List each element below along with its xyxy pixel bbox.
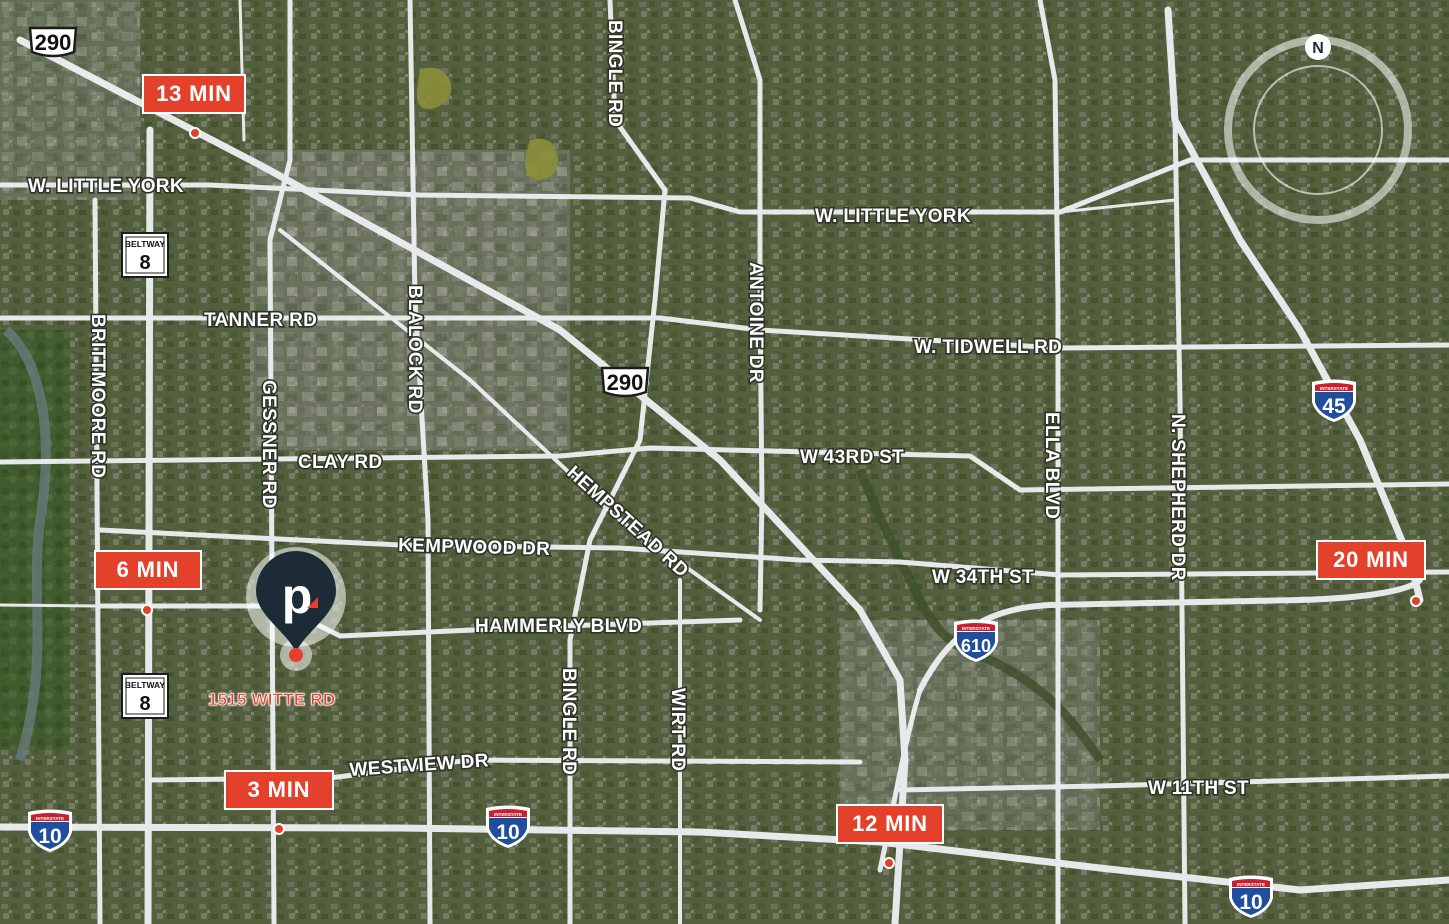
misc-road-3 (238, 0, 246, 142)
label-w-tidwell-rd: W. TIDWELL RD (914, 337, 1062, 358)
label-kempwood-dr: KEMPWOOD DR (398, 535, 551, 560)
misc-road-1 (1058, 198, 1177, 214)
us-290-shield-text: 290 (607, 370, 644, 395)
i-10-shield-west: INTERSTATE 10 (28, 809, 72, 852)
w-little-york-west (0, 157, 1449, 215)
i-610-south (877, 687, 923, 873)
i-10-number: 10 (38, 825, 61, 848)
industrial-area-1 (250, 150, 570, 450)
i-10-shield-east: INTERSTATE 10 (1229, 875, 1273, 918)
property-marker[interactable]: p (246, 547, 346, 671)
beltway-number: 8 (139, 693, 150, 715)
interstate-label: INTERSTATE (1320, 386, 1348, 391)
drive-time-13-min: 13 MIN (142, 74, 246, 114)
label-w-43rd-st: W 43RD ST (800, 447, 904, 468)
i-10-shield-center: INTERSTATE 10 (486, 805, 530, 848)
interstate-label: INTERSTATE (1237, 882, 1265, 887)
beltway-8-shield-south: BELTWAY 8 (121, 673, 169, 719)
i-45-number: 45 (1322, 395, 1346, 418)
hammerly-blvd (97, 603, 743, 639)
logo-accent-icon (307, 597, 318, 608)
property-logo-icon: p (282, 568, 313, 624)
pond (416, 67, 452, 110)
antoine-dr (732, 0, 765, 613)
interstate-label: INTERSTATE (494, 812, 522, 817)
w-11th-st (897, 773, 1449, 793)
drive-time-12-min-dot (883, 857, 895, 869)
north-label: N (1312, 40, 1324, 57)
clay-rd (0, 445, 1449, 493)
us-290-shield-text: 290 (35, 30, 72, 55)
north-compass: N (1224, 34, 1412, 224)
beltway-label: BELTWAY (125, 680, 165, 690)
property-address: 1515 WITTE RD (208, 690, 336, 710)
label-antoine-dr: ANTOINE DR (745, 262, 766, 383)
drive-time-3-min-dot (273, 823, 285, 835)
drive-time-20-min-dot (1410, 595, 1422, 607)
interstate-label: INTERSTATE (962, 626, 990, 631)
interstate-label: INTERSTATE (36, 816, 64, 821)
beltway-label: BELTWAY (125, 239, 165, 249)
label-tanner-rd: TANNER RD (204, 310, 317, 331)
drive-time-20-min: 20 MIN (1316, 540, 1426, 580)
label-w-11th-st: W 11TH ST (1148, 778, 1249, 799)
tanner-rd (0, 315, 1449, 351)
us-290-shield-center: 290 (600, 366, 650, 398)
beltway-8-shield-north: BELTWAY 8 (121, 232, 169, 278)
i-45-shield: INTERSTATE 45 (1312, 379, 1356, 422)
label-w-little-york-east: W. LITTLE YORK (815, 206, 971, 227)
drive-time-13-min-dot (189, 127, 201, 139)
blalock-rd (407, 0, 433, 924)
label-ella-blvd: ELLA BLVD (1041, 412, 1062, 519)
beltway-number: 8 (139, 252, 150, 274)
label-wirt-rd: WIRT RD (667, 688, 688, 771)
n-shepherd-dr (1172, 117, 1188, 924)
misc-road-2 (0, 603, 102, 608)
drive-time-6-min-dot (141, 604, 153, 616)
label-w-34th-st: W 34TH ST (932, 567, 1034, 588)
label-n-shepherd-dr: N. SHEPHERD DR (1167, 414, 1188, 581)
i-10-number: 10 (496, 821, 519, 844)
i-610-loop (917, 577, 1423, 693)
drive-time-6-min: 6 MIN (94, 550, 202, 590)
label-clay-rd: CLAY RD (298, 452, 382, 473)
label-hammerly-blvd: HAMMERLY BLVD (475, 616, 642, 637)
i-610-number: 610 (961, 636, 991, 656)
ella-blvd (1037, 0, 1061, 924)
pond-2 (525, 138, 558, 180)
hempstead-rd (278, 228, 762, 622)
label-bingle-rd-south: BINGLE RD (558, 668, 579, 775)
label-blalock-rd: BLALOCK RD (404, 285, 425, 414)
i-10-number: 10 (1239, 891, 1262, 914)
label-brittmoore-rd: BRITTMOORE RD (87, 314, 108, 478)
drive-time-3-min: 3 MIN (224, 770, 334, 810)
label-gessner-rd: GESSNER RD (258, 380, 279, 509)
label-w-little-york-west: W. LITTLE YORK (28, 176, 184, 197)
bayou-west (2, 326, 51, 762)
label-bingle-rd-north: BINGLE RD (604, 20, 625, 127)
drive-time-12-min: 12 MIN (836, 804, 944, 844)
us-290-shield-northwest: 290 (28, 26, 78, 58)
i-610-shield: INTERSTATE 610 (954, 619, 998, 662)
